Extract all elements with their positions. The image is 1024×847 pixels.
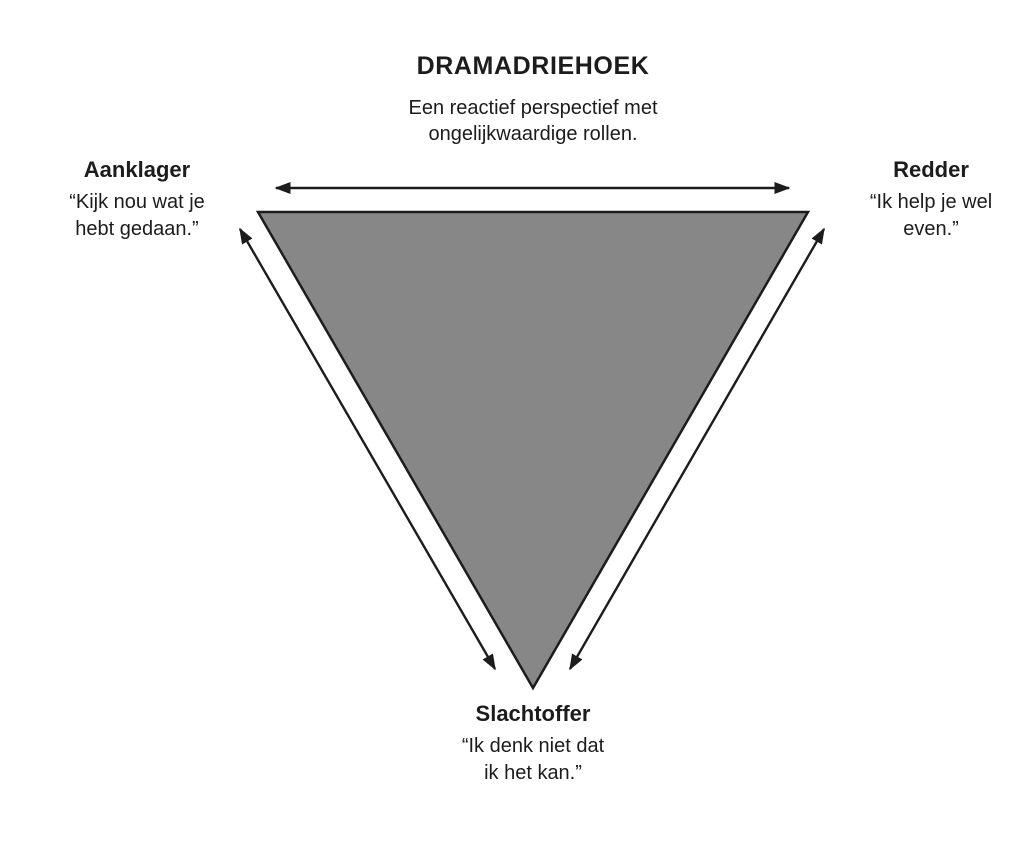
role-accuser-quote-line-1: “Kijk nou wat je [69, 191, 205, 213]
role-victim: Slachtoffer “Ik denk niet dat ik het kan… [411, 701, 655, 787]
role-victim-quote-line-1: “Ik denk niet dat [461, 735, 605, 757]
role-accuser: Aanklager “Kijk nou wat je hebt gedaan.” [15, 157, 259, 243]
role-rescuer: Redder “Ik help je wel even.” [809, 157, 1024, 243]
role-victim-name: Slachtoffer [475, 701, 591, 726]
header: DRAMADRIEHOEK Een reactief perspectief m… [262, 52, 804, 147]
role-accuser-quote: “Kijk nou wat je hebt gedaan.” [15, 189, 259, 243]
right-double-arrow [568, 227, 826, 671]
left-double-arrow [238, 227, 497, 671]
role-rescuer-quote-line-2: even.” [903, 218, 959, 240]
subtitle-line-1: Een reactief perspectief met [408, 97, 658, 119]
role-accuser-quote-line-2: hebt gedaan.” [75, 218, 199, 240]
role-victim-quote-line-2: ik het kan.” [484, 762, 582, 784]
role-rescuer-quote-line-1: “Ik help je wel [869, 191, 993, 213]
role-rescuer-quote: “Ik help je wel even.” [809, 189, 1024, 243]
role-accuser-name: Aanklager [83, 157, 191, 182]
page-title: DRAMADRIEHOEK [416, 52, 650, 80]
role-rescuer-name: Redder [893, 157, 969, 182]
role-victim-quote: “Ik denk niet dat ik het kan.” [411, 733, 655, 787]
subtitle-line-2: ongelijkwaardige rollen. [428, 123, 638, 145]
subtitle: Een reactief perspectief met ongelijkwaa… [262, 95, 804, 147]
inverted-triangle-shape [255, 210, 811, 691]
